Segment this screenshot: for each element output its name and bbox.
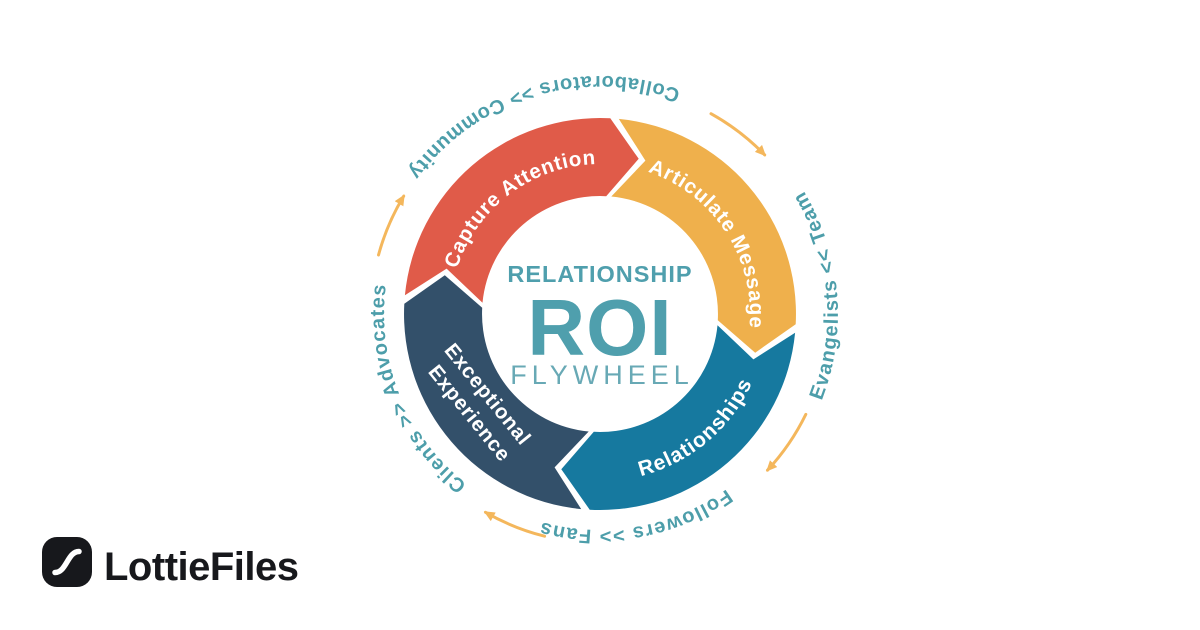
center-title-flywheel: FLYWHEEL bbox=[510, 360, 694, 390]
flow-arrow-bottom-right bbox=[766, 412, 808, 472]
flow-arrow-top-right bbox=[709, 112, 767, 157]
center-title-relationship: RELATIONSHIP bbox=[507, 261, 692, 287]
flow-arrow-bottom-left bbox=[483, 510, 547, 538]
lottie-mark-curve-icon bbox=[52, 548, 82, 576]
lottiefiles-wordmark: LottieFiles bbox=[104, 545, 299, 589]
segment-capture-attention bbox=[404, 118, 639, 303]
center-title-roi: ROI bbox=[527, 283, 672, 372]
segment-relationships bbox=[561, 325, 796, 510]
outer-label-evangelists-team: Evangelists << Team bbox=[788, 187, 843, 402]
segment-articulate-message bbox=[611, 118, 796, 353]
segment-exceptional-experience bbox=[404, 275, 589, 510]
flow-arrow-top-left bbox=[377, 194, 406, 257]
lottiefiles-logo: LottieFiles bbox=[42, 537, 299, 589]
